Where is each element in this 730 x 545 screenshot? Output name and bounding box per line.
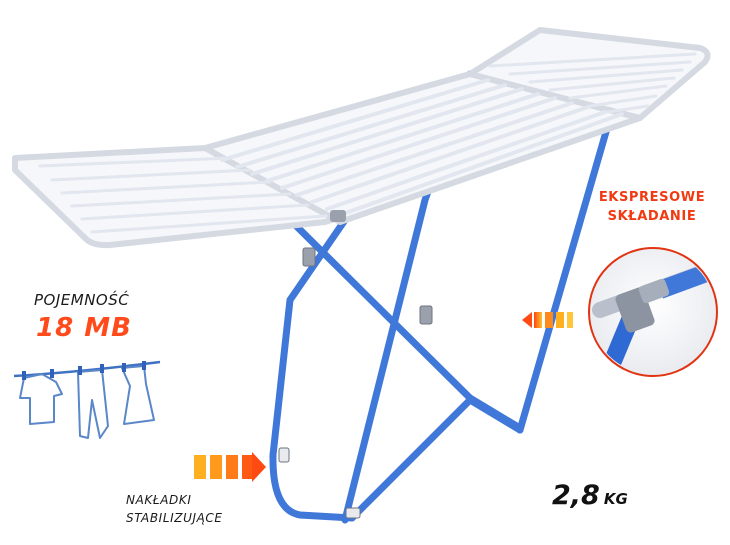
capacity-value: 18 MB (36, 313, 132, 343)
express-folding-line1: EKSPRESOWE (598, 190, 706, 205)
leg-hinges (278, 247, 433, 519)
folding-hinge-detail (588, 247, 718, 377)
stabilizing-pads-label: NAKŁADKI STABILIZUJĄCE (126, 491, 223, 527)
folding-arrow-icon (522, 312, 573, 328)
rack-top-frame (12, 27, 711, 249)
weight-value: 2,8 (552, 480, 600, 511)
capacity-label: POJEMNOŚĆ (34, 291, 130, 309)
express-folding-label: EKSPRESOWE SKŁADANIE (592, 188, 712, 226)
laundry-line-icon (13, 360, 161, 439)
express-folding-line2: SKŁADANIE (607, 209, 697, 224)
pads-arrow-icon (194, 452, 266, 482)
stabilizing-pads-line1: NAKŁADKI (126, 493, 192, 507)
wing-hinge (330, 210, 346, 222)
weight-unit: KG (603, 490, 628, 508)
stabilizing-pads-line2: STABILIZUJĄCE (126, 511, 223, 525)
